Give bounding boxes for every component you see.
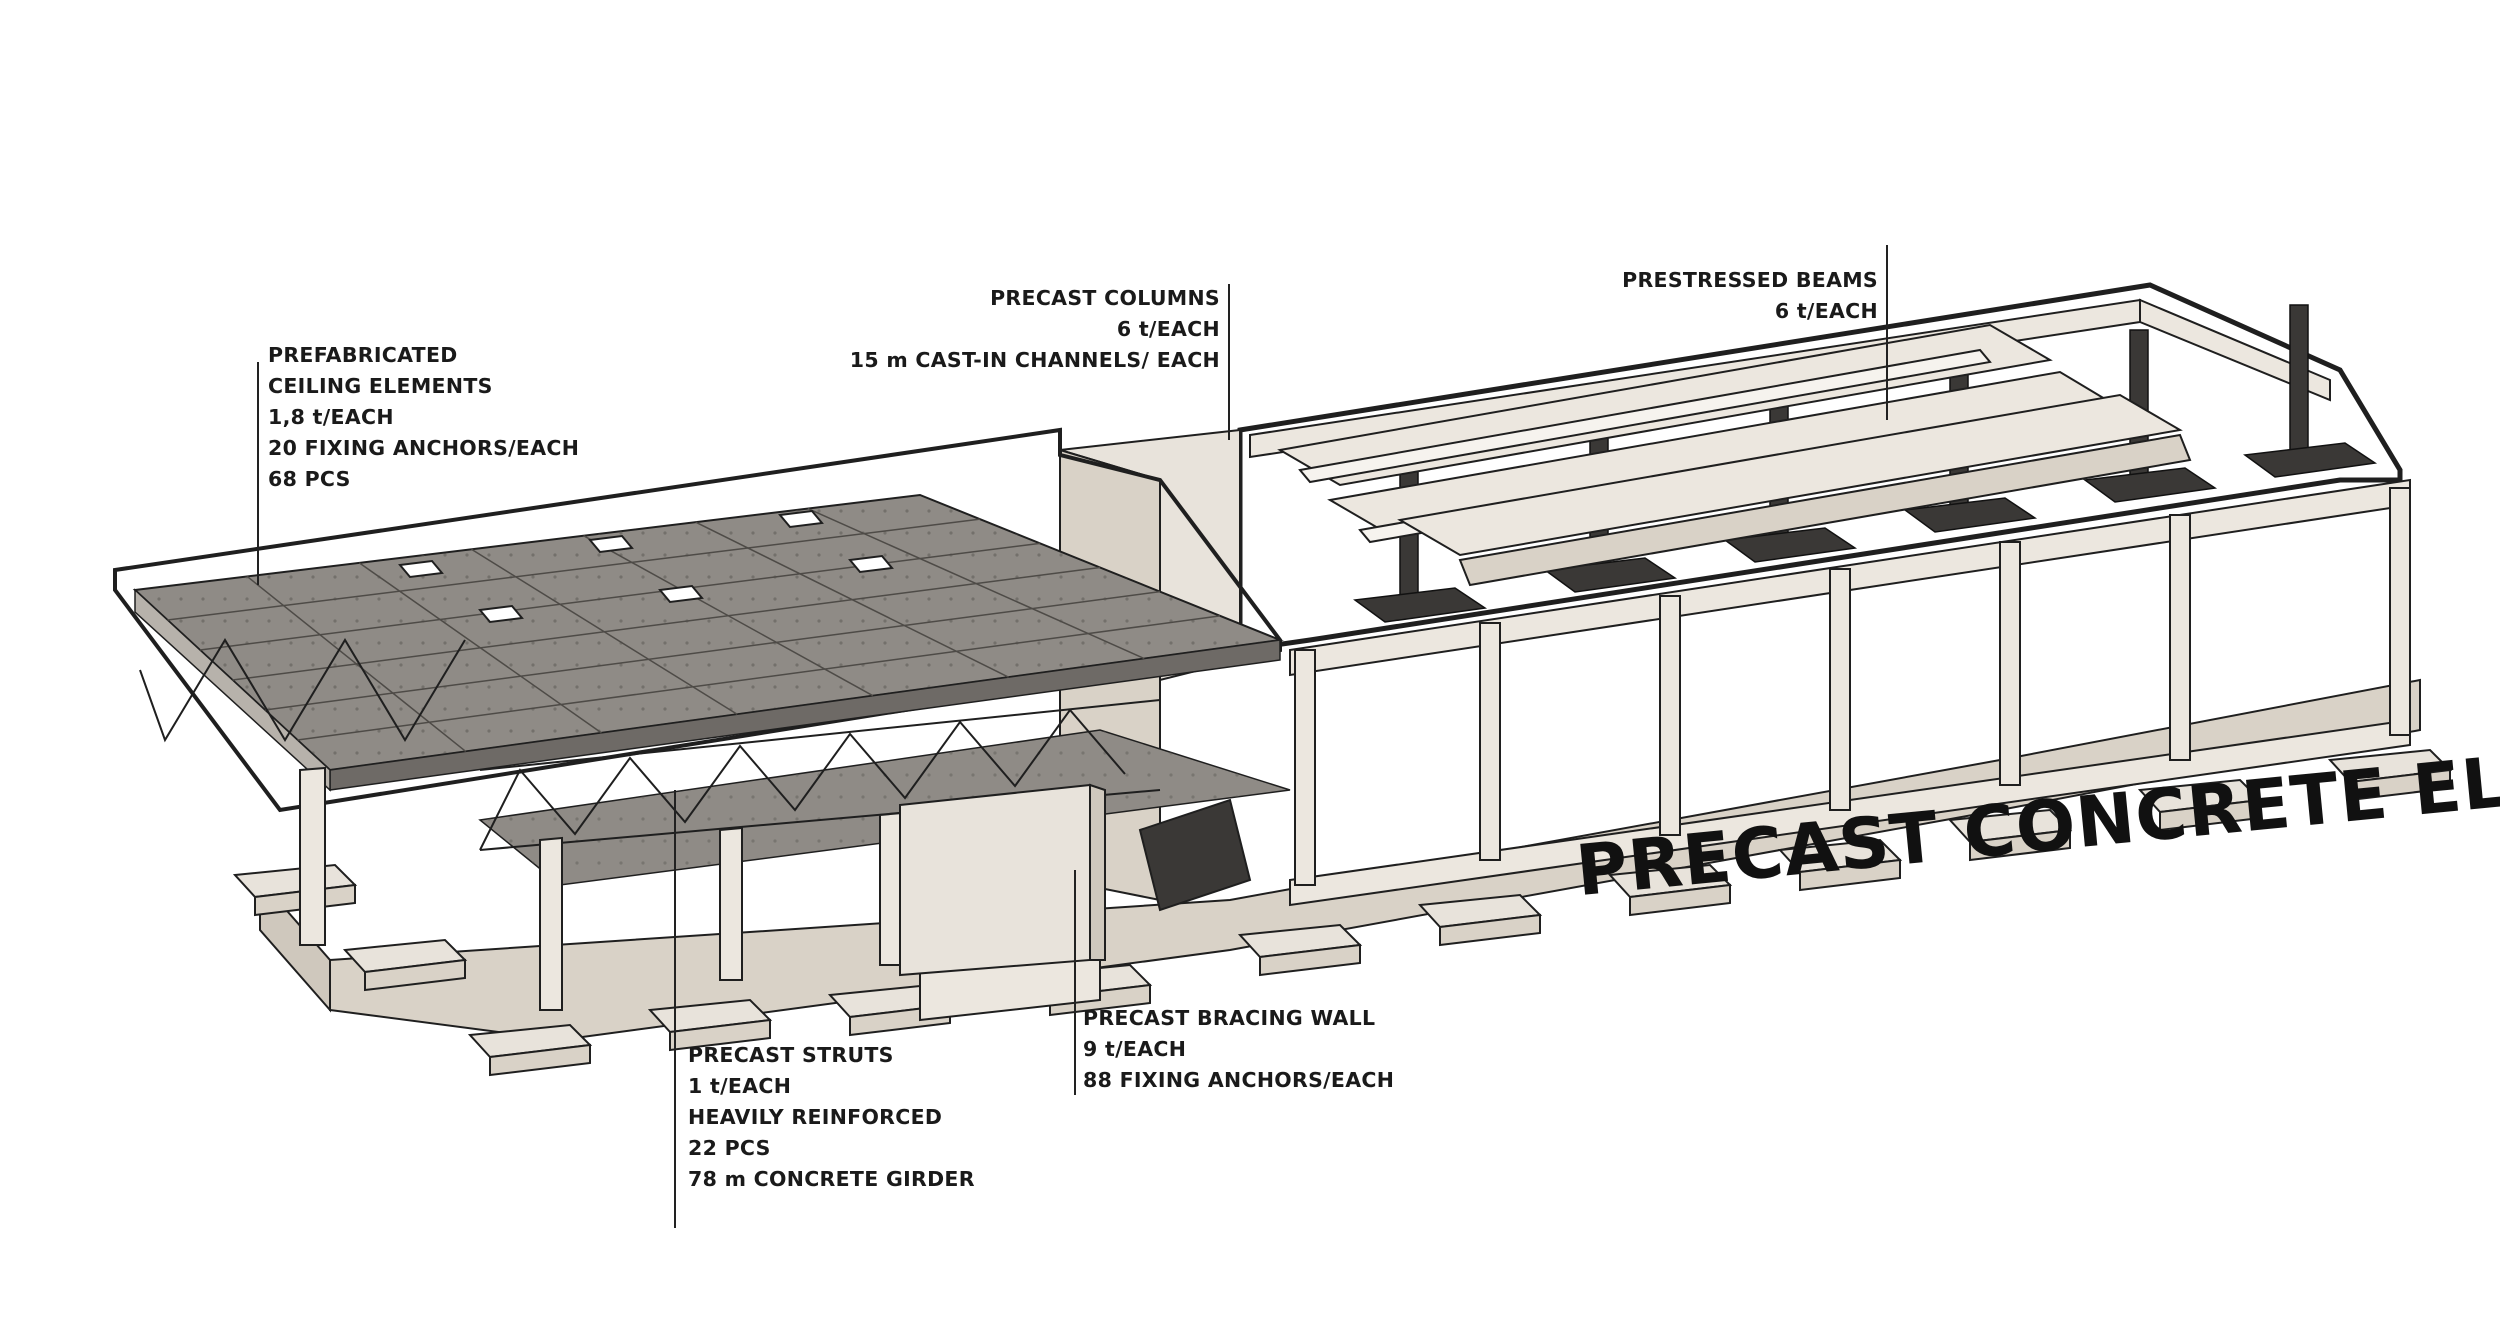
label-line: 9 t/EACH — [1083, 1037, 1187, 1061]
left-truss — [139, 638, 466, 743]
ceiling-opening — [658, 584, 704, 604]
ceiling-openings — [398, 509, 894, 624]
footing-side — [669, 1018, 771, 1052]
column-pad — [1353, 587, 1488, 623]
precast-column — [1999, 541, 2021, 786]
precast-column — [1479, 622, 1501, 861]
precast-column — [1829, 568, 1851, 811]
footing-side — [1969, 828, 2071, 862]
label-line: 88 FIXING ANCHORS/EACH — [1083, 1068, 1395, 1092]
label-prestressed-beams: PRESTRESSED BEAMS 6 t/EACH — [1560, 265, 1878, 327]
label-line: 78 m CONCRETE GIRDER — [688, 1167, 975, 1191]
label-line: PRECAST STRUTS — [688, 1043, 894, 1067]
column-pad — [2243, 442, 2378, 478]
footing-side — [2349, 768, 2451, 802]
precast-column — [2389, 487, 2411, 736]
leader-lines — [257, 245, 1888, 1228]
label-line: 1 t/EACH — [688, 1074, 792, 1098]
label-bracing-wall: PRECAST BRACING WALL 9 t/EACH 88 FIXING … — [1083, 1003, 1394, 1096]
column-pad — [1723, 527, 1858, 563]
bracing-wall — [899, 783, 1106, 977]
joint-line — [232, 566, 1101, 681]
label-line: PRECAST BRACING WALL — [1083, 1006, 1376, 1030]
footing-side — [489, 1043, 591, 1077]
ceiling-opening — [778, 509, 824, 529]
footing-side — [1799, 858, 1901, 892]
column-pad — [1903, 497, 2038, 533]
label-line: 6 t/EACH — [1774, 299, 1878, 323]
truss-top-chord — [479, 699, 1161, 771]
label-line: 6 t/EACH — [1116, 317, 1220, 341]
precast-column — [2169, 514, 2191, 761]
footing-side — [2159, 798, 2261, 832]
label-line: PRECAST COLUMNS — [990, 286, 1220, 310]
label-ceiling-elements: PREFABRICATED CEILING ELEMENTS 1,8 t/EAC… — [268, 340, 579, 495]
front-columns — [1294, 487, 2411, 886]
joint-line — [264, 590, 1161, 711]
column-pad — [2083, 467, 2218, 503]
joint-line — [167, 518, 981, 621]
label-line: 68 PCS — [268, 467, 351, 491]
footing-side — [1439, 913, 1541, 947]
label-line: PREFABRICATED — [268, 343, 458, 367]
precast-column — [1659, 595, 1681, 836]
label-line: 15 m CAST-IN CHANNELS/ EACH — [849, 348, 1220, 372]
ceiling-element-joints — [167, 507, 1221, 753]
joint-line — [297, 615, 1221, 741]
footing-side — [1629, 883, 1731, 917]
footing-side — [364, 958, 466, 992]
joint-line — [199, 542, 1041, 651]
left-posts — [299, 766, 903, 1011]
inner-column — [2289, 304, 2309, 456]
label-line: CEILING ELEMENTS — [268, 374, 493, 398]
label-line: 22 PCS — [688, 1136, 771, 1160]
footing-side — [1259, 943, 1361, 977]
ceiling-opening — [588, 534, 634, 554]
ceiling-opening — [848, 554, 894, 574]
footings — [232, 748, 2453, 1077]
precast-column — [1294, 649, 1316, 886]
label-precast-columns: PRECAST COLUMNS 6 t/EACH 15 m CAST-IN CH… — [780, 283, 1220, 376]
label-line: HEAVILY REINFORCED — [688, 1105, 943, 1129]
prestressed-beams — [1277, 323, 2192, 587]
label-line: 1,8 t/EACH — [268, 405, 394, 429]
label-precast-struts: PRECAST STRUTS 1 t/EACH HEAVILY REINFORC… — [688, 1040, 975, 1195]
label-line: PRESTRESSED BEAMS — [1622, 268, 1878, 292]
center-truss — [479, 708, 1126, 851]
label-line: 20 FIXING ANCHORS/EACH — [268, 436, 580, 460]
ceiling-opening — [398, 559, 444, 579]
ceiling-opening — [478, 604, 524, 624]
